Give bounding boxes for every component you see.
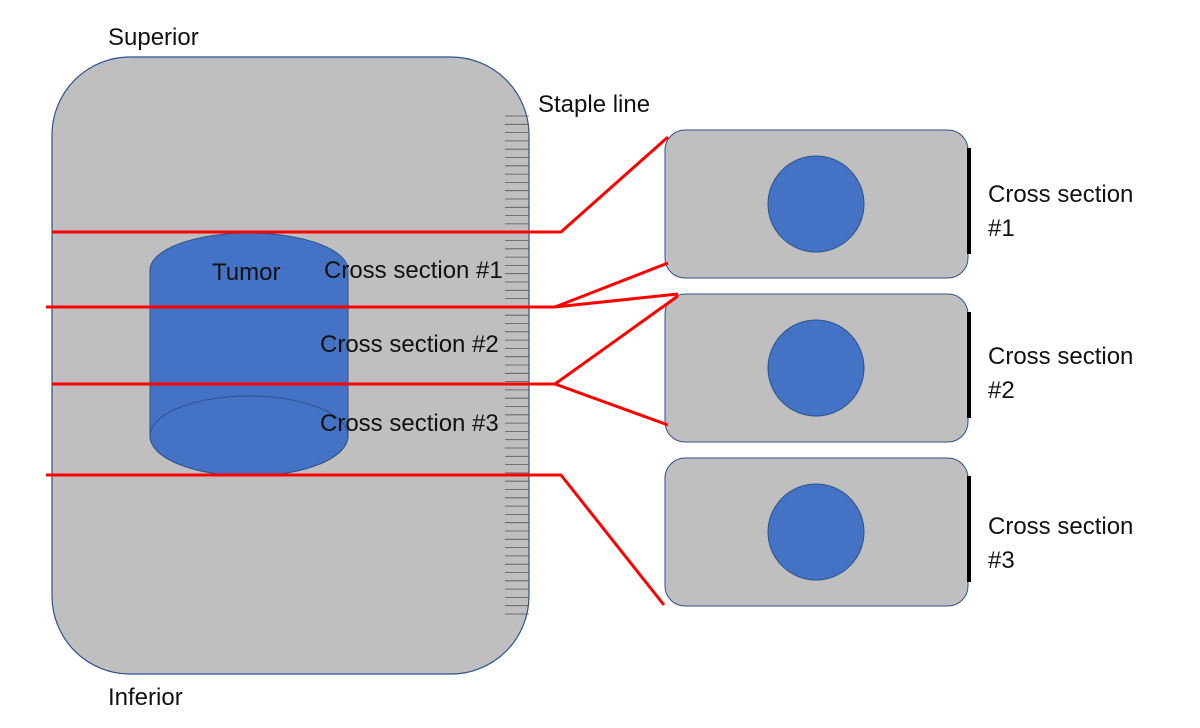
panel-tumor-circle xyxy=(767,483,865,581)
label-specimen-section-2: Cross section #2 xyxy=(320,331,499,358)
label-specimen-section-3: Cross section #3 xyxy=(320,410,499,437)
cut-line-top xyxy=(52,135,669,234)
label-superior: Superior xyxy=(108,24,199,51)
panel-tumor-circle xyxy=(767,319,865,417)
staple-line xyxy=(505,115,529,615)
panel-tumor-circle xyxy=(767,155,865,253)
label-staple-line: Staple line xyxy=(538,91,650,118)
label-panel-1-line1: Cross section xyxy=(988,181,1133,208)
cross-section-panel-1 xyxy=(664,129,971,279)
tumor xyxy=(149,232,349,477)
staple-bar xyxy=(967,312,971,418)
staple-bar xyxy=(967,476,971,582)
cross-section-panel-3 xyxy=(664,457,971,607)
cut-line-section-2-branch xyxy=(554,382,669,427)
label-panel-2-line2: #2 xyxy=(988,377,1015,404)
cut-lines xyxy=(46,135,679,606)
cut-line-bottom xyxy=(46,473,666,606)
label-panel-1-line2: #1 xyxy=(988,215,1015,242)
staple-bar xyxy=(967,148,971,254)
cross-section-panel-2 xyxy=(664,293,971,443)
cut-line-section-1-branch xyxy=(554,292,679,309)
label-inferior: Inferior xyxy=(108,684,183,711)
label-specimen-section-1: Cross section #1 xyxy=(324,257,503,284)
tumor-base-ellipse xyxy=(149,395,349,477)
label-tumor: Tumor xyxy=(212,259,280,286)
label-panel-3-line2: #3 xyxy=(988,547,1015,574)
label-panel-3-line1: Cross section xyxy=(988,513,1133,540)
label-panel-2-line1: Cross section xyxy=(988,343,1133,370)
